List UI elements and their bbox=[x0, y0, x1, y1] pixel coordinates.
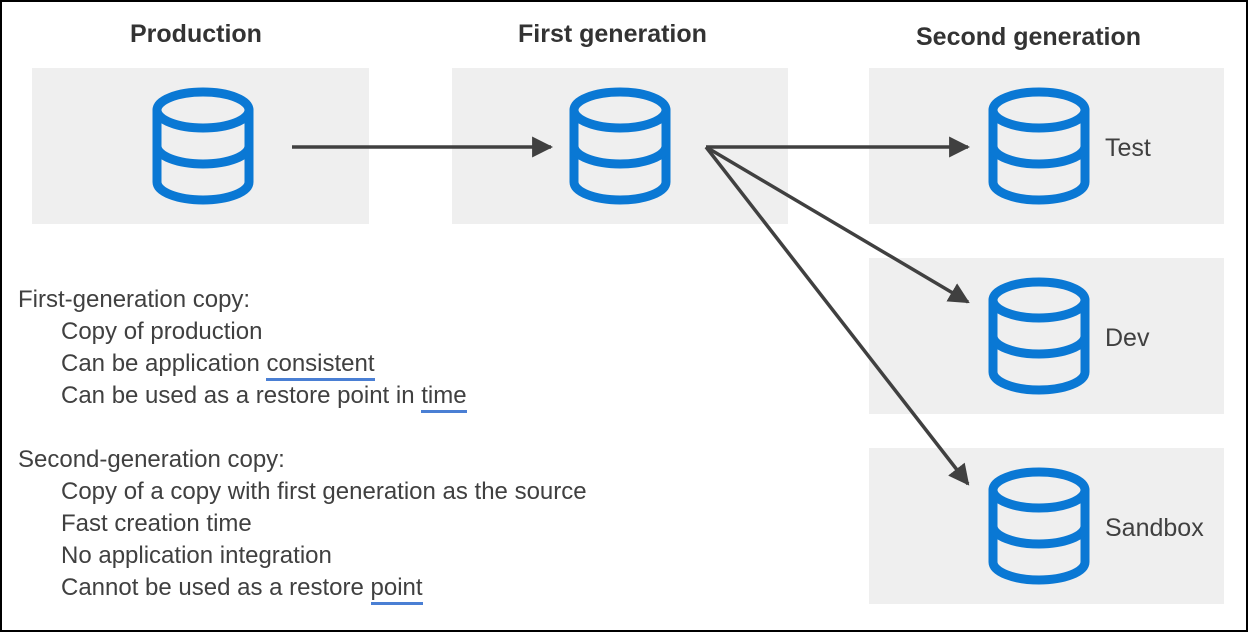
note-text: Cannot be used as a restore bbox=[61, 574, 371, 601]
production-database-icon bbox=[151, 84, 255, 208]
dev-database-icon bbox=[987, 274, 1091, 398]
dev-label: Dev bbox=[1105, 324, 1150, 352]
underlined-word: consistent bbox=[266, 350, 375, 381]
second-generation-notes: Second-generation copy: Copy of a copy w… bbox=[18, 444, 587, 605]
test-database-icon bbox=[987, 84, 1091, 208]
underlined-word: point bbox=[370, 574, 423, 605]
sandbox-label: Sandbox bbox=[1105, 514, 1204, 542]
second-generation-item: Cannot be used as a restore point bbox=[18, 572, 587, 605]
first-generation-item: Copy of production bbox=[61, 318, 263, 345]
note-text: Can be used as a restore point in bbox=[61, 382, 422, 409]
first-generation-title: First generation bbox=[518, 20, 707, 48]
first-generation-item: Can be application consistent bbox=[18, 348, 467, 381]
note-text: Can be application bbox=[61, 350, 267, 377]
second-generation-title: Second generation bbox=[916, 23, 1142, 51]
second-generation-item: Copy of a copy with first generation as … bbox=[61, 478, 587, 505]
first-generation-notes: First-generation copy: Copy of productio… bbox=[18, 284, 467, 413]
underlined-word: time bbox=[421, 382, 467, 413]
first-generation-heading: First-generation copy: bbox=[18, 286, 251, 313]
arrow-first-generation-to-dev bbox=[705, 145, 970, 304]
arrow-first-generation-to-sandbox bbox=[704, 145, 970, 486]
sandbox-database-icon bbox=[987, 464, 1091, 588]
test-label: Test bbox=[1105, 134, 1151, 162]
second-generation-item: Fast creation time bbox=[61, 510, 252, 537]
production-title: Production bbox=[130, 20, 262, 48]
second-generation-item: No application integration bbox=[61, 542, 332, 569]
first-generation-database-icon bbox=[568, 84, 672, 208]
second-generation-heading: Second-generation copy: bbox=[18, 446, 285, 473]
first-generation-item: Can be used as a restore point in time bbox=[18, 380, 467, 413]
